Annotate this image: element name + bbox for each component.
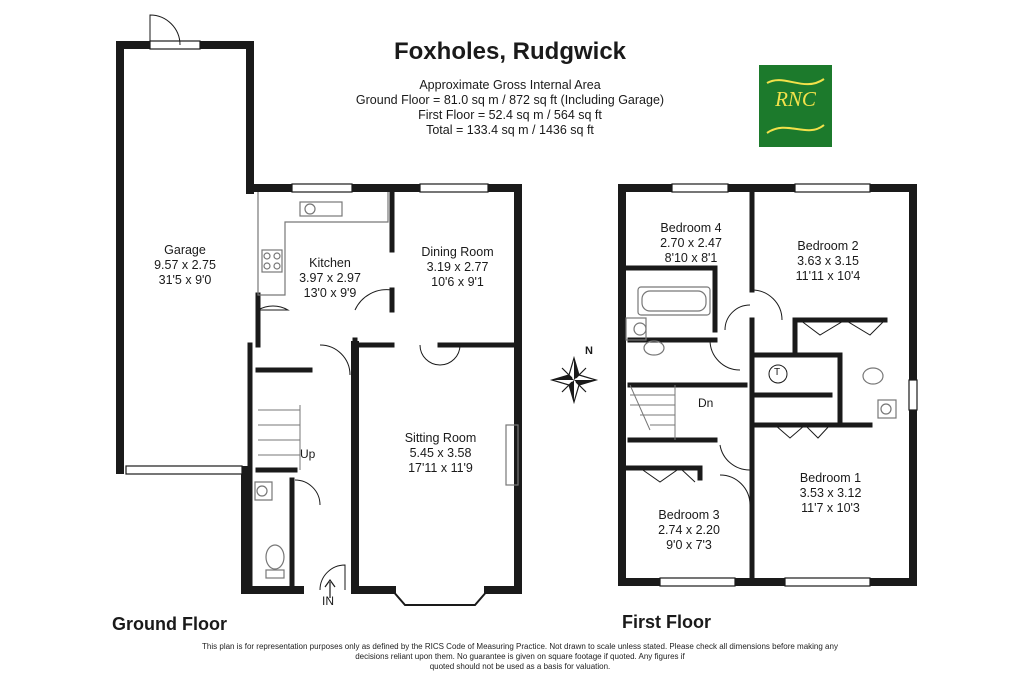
entrance-arrow-icon [324,578,336,598]
first-floor-label: First Floor [622,612,711,632]
ground-internal-walls [247,185,521,593]
first-stairs [629,384,676,440]
ground-floor-label: Ground Floor [112,614,227,634]
compass-north-label: N [585,345,593,357]
room-metric: 3.63 x 3.15 [797,254,859,268]
room-metric: 9.57 x 2.75 [154,258,216,272]
room-metric: 3.53 x 3.12 [799,486,862,500]
room-metric: 3.97 x 2.97 [299,271,361,285]
ground-floor-area: Ground Floor = 81.0 sq m / 872 sq ft (In… [355,93,665,107]
agency-logo: RNC [759,65,832,147]
room-name: Bedroom 4 [660,221,722,235]
disclaimer-line: quoted should not be used as a basis for… [429,662,611,671]
room-imperial: 13'0 x 9'9 [303,286,357,300]
first-outer-walls [618,184,917,586]
room-bedroom-1: Bedroom 1 3.53 x 3.12 11'7 x 10'3 [783,471,878,516]
area-summary: Approximate Gross Internal Area Ground F… [310,78,710,138]
room-name: Bedroom 3 [658,508,720,522]
garage-walls [116,41,254,594]
stairs-up-label: Up [300,447,316,461]
room-metric: 5.45 x 3.58 [409,446,472,460]
room-imperial: 17'11 x 11'9 [408,461,473,475]
room-name: Garage [164,243,206,257]
disclaimer-line: decisions reliant upon them. No guarante… [355,652,685,661]
room-garage: Garage 9.57 x 2.75 31'5 x 9'0 [135,243,235,288]
room-name: Dining Room [421,245,494,259]
disclaimer: This plan is for representation purposes… [200,642,840,672]
room-sitting: Sitting Room 5.45 x 3.58 17'11 x 11'9 [393,431,488,476]
compass-rose-icon [549,355,599,405]
plan-title: Foxholes, Rudgwick [393,38,627,65]
ground-stairs [258,405,301,470]
first-internal-walls [619,185,888,585]
room-metric: 2.74 x 2.20 [658,523,720,537]
room-name: Kitchen [309,256,351,270]
logo-monogram: RNC [775,87,816,111]
kitchen-units [257,192,389,296]
room-imperial: 11'11 x 10'4 [795,269,861,283]
tank-cupboard-label: T [774,367,781,378]
room-imperial: 31'5 x 9'0 [158,273,212,287]
first-floor-area: First Floor = 52.4 sq m / 564 sq ft [418,108,602,122]
room-imperial: 9'0 x 7'3 [666,538,712,552]
room-kitchen: Kitchen 3.97 x 2.97 13'0 x 9'9 [285,256,375,301]
room-imperial: 11'7 x 10'3 [801,501,860,515]
entrance-label: IN [322,594,334,608]
area-heading: Approximate Gross Internal Area [419,78,601,92]
room-metric: 2.70 x 2.47 [660,236,722,250]
room-imperial: 8'10 x 8'1 [664,251,718,265]
room-bedroom-3: Bedroom 3 2.74 x 2.20 9'0 x 7'3 [643,508,735,553]
room-name: Bedroom 1 [799,471,862,485]
logo-swirl-icon [766,78,825,134]
disclaimer-line: This plan is for representation purposes… [202,642,838,651]
room-metric: 3.19 x 2.77 [426,260,489,274]
room-dining: Dining Room 3.19 x 2.77 10'6 x 9'1 [410,245,505,290]
stairs-down-label: Dn [698,396,714,410]
room-name: Bedroom 2 [797,239,859,253]
ground-outer-walls [241,184,522,594]
total-area: Total = 133.4 sq m / 1436 sq ft [426,123,594,137]
room-bedroom-4: Bedroom 4 2.70 x 2.47 8'10 x 8'1 [645,221,737,266]
bay-window [391,589,489,606]
room-bedroom-2: Bedroom 2 3.63 x 3.15 11'11 x 10'4 [778,239,878,284]
room-imperial: 10'6 x 9'1 [431,275,484,289]
room-name: Sitting Room [404,431,477,445]
